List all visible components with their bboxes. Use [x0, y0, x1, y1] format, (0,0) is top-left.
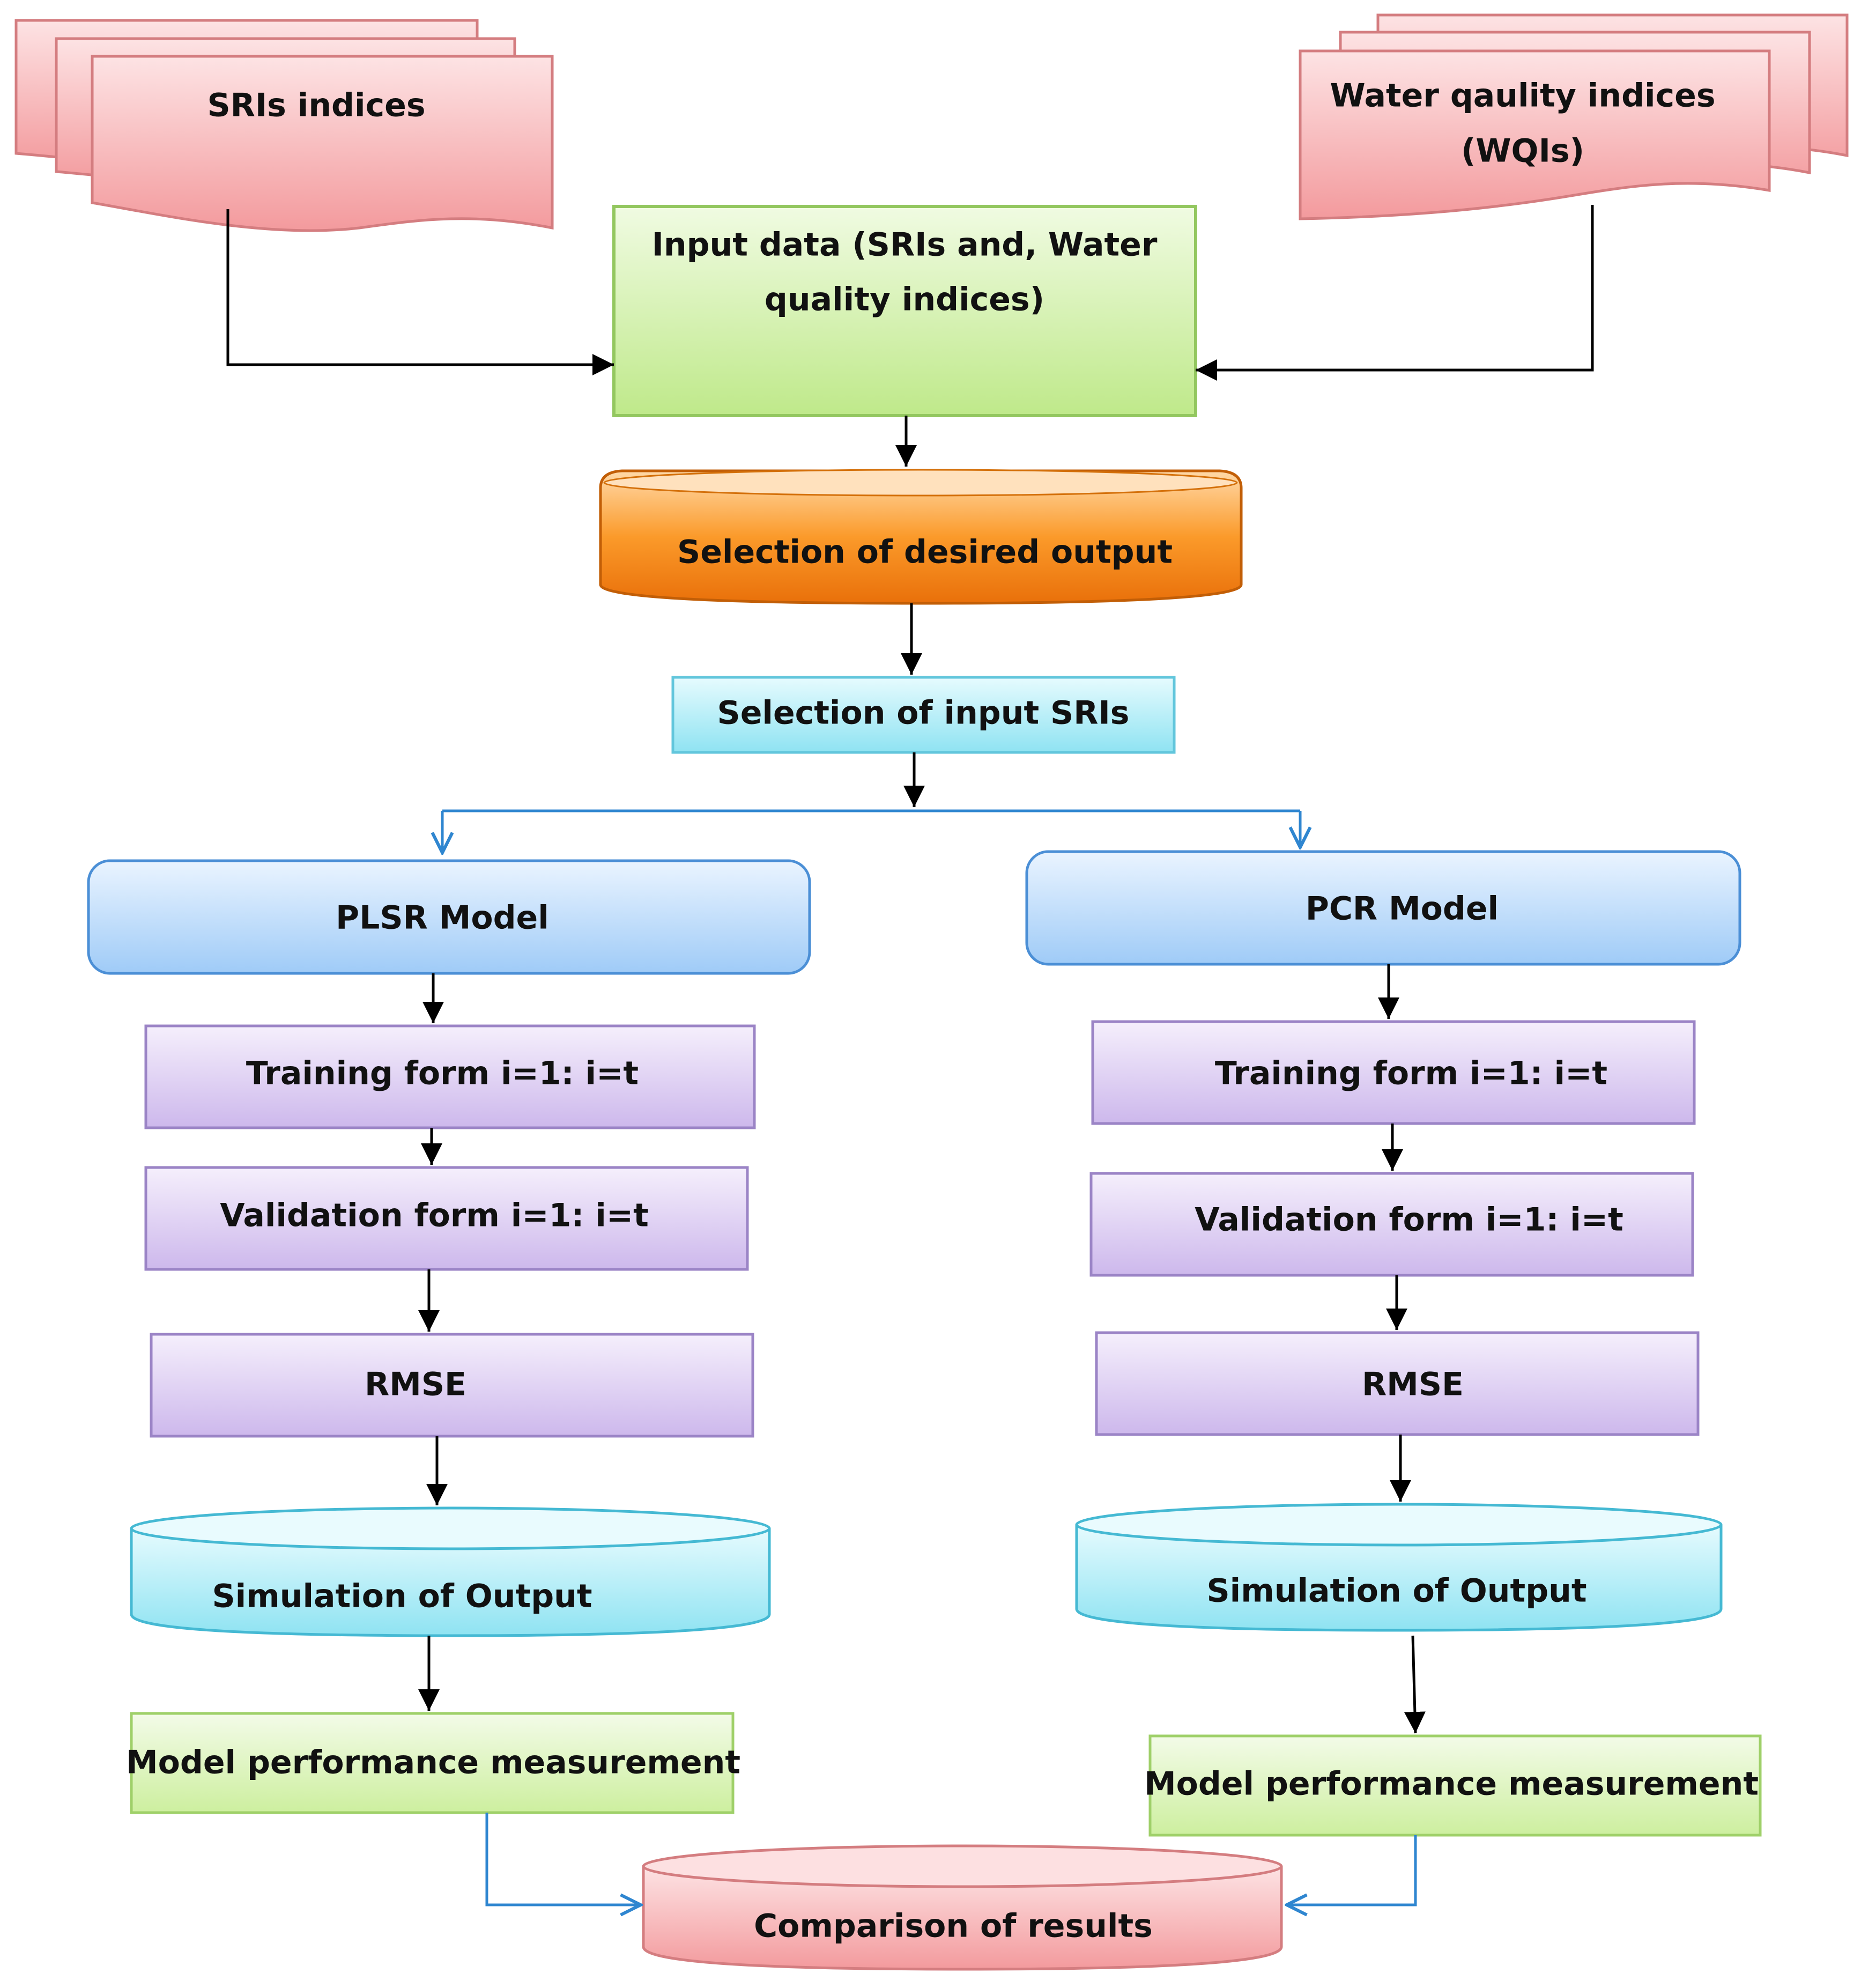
- pcr-model-box: PCR Model: [1025, 850, 1741, 966]
- pcr-performance-label: Model performance measurement: [1144, 1765, 1759, 1803]
- arrow-wqi-to-input: [1196, 205, 1594, 381]
- plsr-training-box: Training form i=1: i=t: [144, 1024, 756, 1129]
- plsr-validation-box: Validation form i=1: i=t: [144, 1166, 749, 1271]
- branch-connectors: [442, 809, 1417, 1905]
- wqi-label-line1: Water qaulity indices: [1330, 77, 1715, 115]
- plsr-rmse-label: RMSE: [365, 1366, 466, 1403]
- pcr-validation-box: Validation form i=1: i=t: [1089, 1172, 1694, 1277]
- input-sris-label: Selection of input SRIs: [717, 694, 1130, 732]
- plsr-performance-box: Model performance measurement: [126, 1712, 740, 1814]
- arrow-sris-to-input: [226, 209, 614, 375]
- pcr-model-label: PCR Model: [1306, 890, 1499, 928]
- arrow-plsr-performance-to-comparison: [485, 1813, 641, 1905]
- comparison-label: Comparison of results: [754, 1908, 1153, 1945]
- pcr-training-label: Training form i=1: i=t: [1215, 1055, 1607, 1092]
- wqi-document: Water qaulity indices (WQIs): [1299, 13, 1849, 220]
- plsr-rmse-box: RMSE: [150, 1333, 754, 1438]
- input-sris-box: Selection of input SRIs: [671, 676, 1176, 754]
- arrow-pcr-performance-to-comparison: [1287, 1835, 1417, 1905]
- plsr-training-label: Training form i=1: i=t: [246, 1055, 639, 1092]
- plsr-simulation-shape: Simulation of Output: [130, 1506, 771, 1637]
- input-data-box: Input data (SRIs and, Water quality indi…: [612, 205, 1197, 417]
- pcr-simulation-shape: Simulation of Output: [1075, 1503, 1723, 1632]
- input-data-label-line2: quality indices): [765, 281, 1044, 319]
- pcr-training-box: Training form i=1: i=t: [1091, 1020, 1696, 1125]
- sris-indices-document: SRIs indices: [14, 19, 554, 232]
- pcr-performance-box: Model performance measurement: [1144, 1734, 1762, 1837]
- desired-output-label: Selection of desired output: [677, 534, 1173, 571]
- plsr-model-label: PLSR Model: [336, 899, 549, 937]
- plsr-performance-label: Model performance measurement: [126, 1744, 740, 1782]
- plsr-model-box: PLSR Model: [87, 859, 811, 975]
- desired-output-shape: Selection of desired output: [599, 469, 1243, 605]
- wqi-label-line2: (WQIs): [1461, 132, 1584, 170]
- input-data-label-line1: Input data (SRIs and, Water: [652, 226, 1158, 264]
- arrow-pcr-simulation-to-performance: [1404, 1635, 1426, 1734]
- pcr-simulation-label: Simulation of Output: [1206, 1572, 1586, 1610]
- pcr-rmse-label: RMSE: [1362, 1366, 1464, 1403]
- pcr-rmse-box: RMSE: [1095, 1331, 1700, 1436]
- sris-indices-label: SRIs indices: [207, 87, 425, 124]
- connectors: [226, 205, 1594, 1734]
- pcr-validation-label: Validation form i=1: i=t: [1195, 1201, 1623, 1239]
- plsr-simulation-label: Simulation of Output: [212, 1578, 592, 1615]
- plsr-validation-label: Validation form i=1: i=t: [220, 1197, 649, 1235]
- comparison-shape: Comparison of results: [642, 1844, 1283, 1971]
